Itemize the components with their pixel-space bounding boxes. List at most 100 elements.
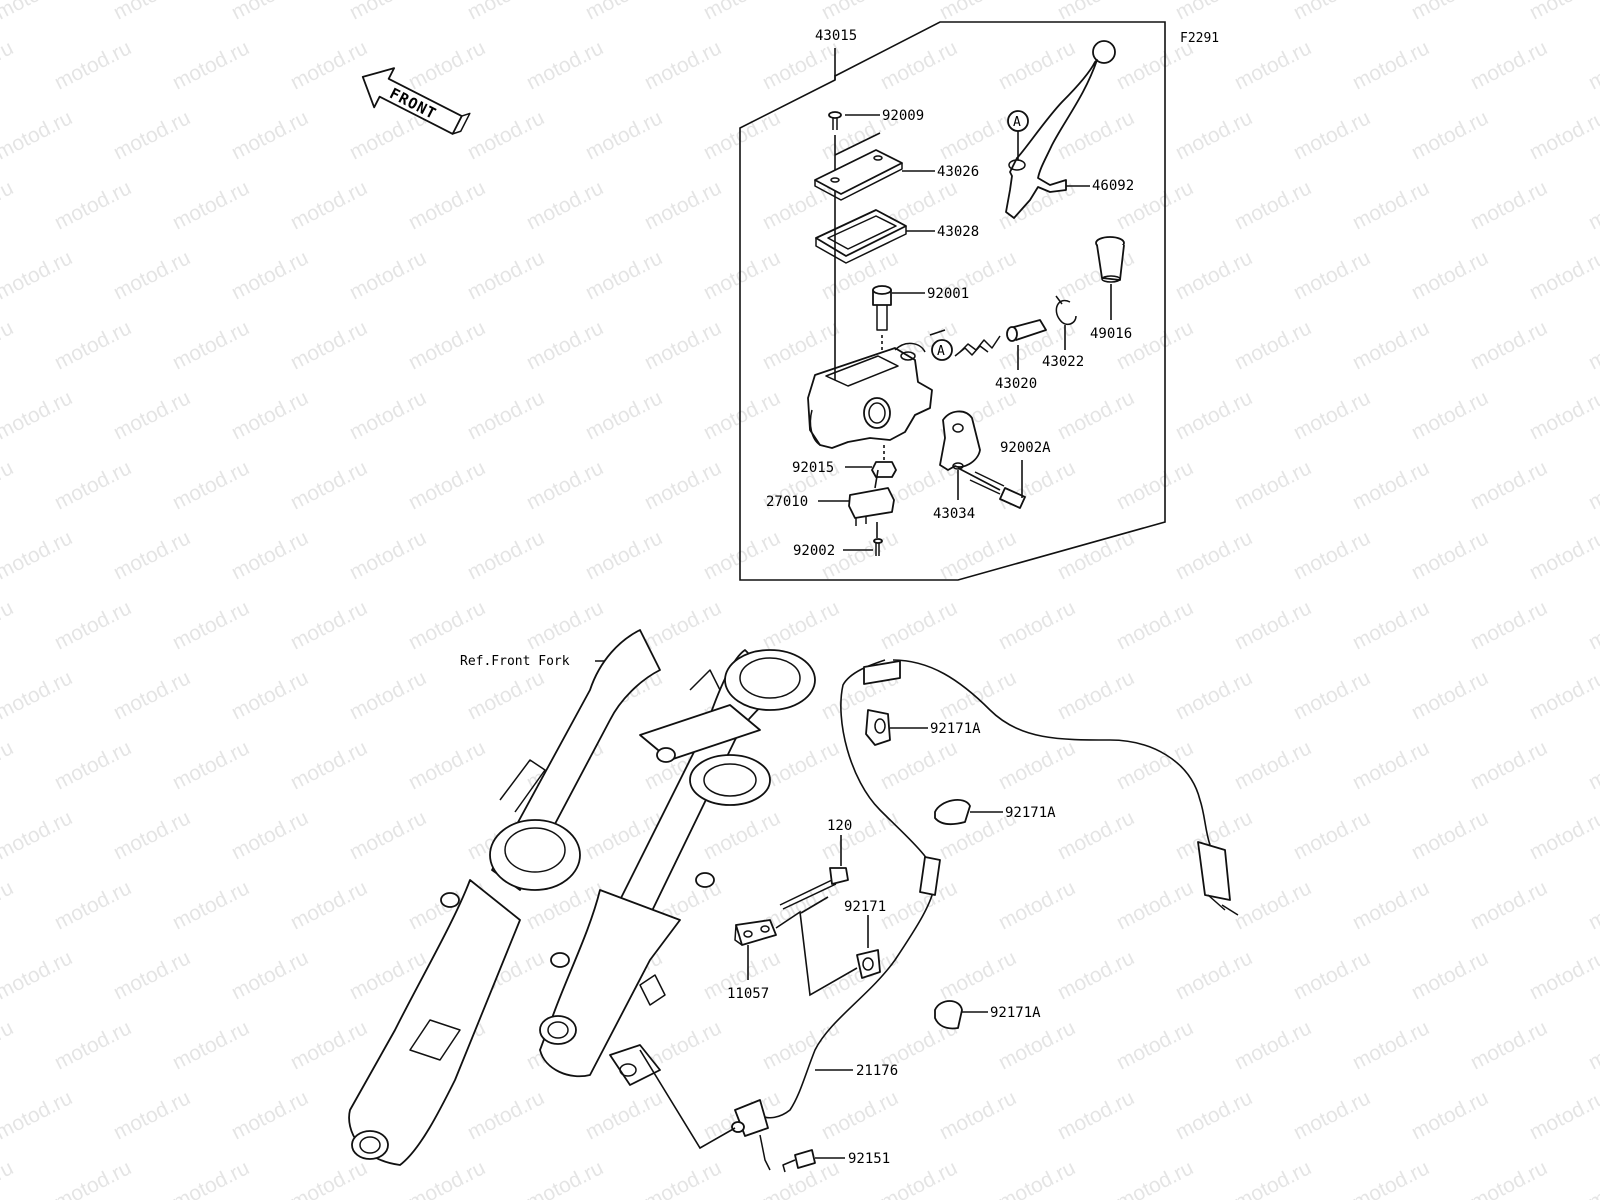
watermark-text: motod.ru — [1349, 736, 1433, 794]
watermark-text: motod.ru — [464, 1086, 548, 1144]
watermark-text: motod.ru — [1113, 1016, 1197, 1074]
watermark-text: motod.ru — [0, 386, 76, 444]
watermark-text: motod.ru — [936, 666, 1020, 724]
part-11057-bracket — [734, 910, 858, 997]
label-43015: 43015 — [815, 28, 857, 44]
label-46092: 46092 — [1092, 178, 1134, 194]
watermark-text: motod.ru — [1290, 0, 1374, 24]
watermark-text: motod.ru — [1290, 526, 1374, 584]
watermark-text: motod.ru — [1290, 806, 1374, 864]
watermark-text: motod.ru — [0, 596, 17, 654]
watermark-text: motod.ru — [582, 1086, 666, 1144]
label-27010: 27010 — [766, 494, 808, 510]
watermark-text: motod.ru — [1172, 666, 1256, 724]
watermark-text: motod.ru — [759, 596, 843, 654]
watermark-text: motod.ru — [1585, 736, 1600, 794]
watermark-text: motod.ru — [1113, 456, 1197, 514]
watermark-text: motod.ru — [759, 736, 843, 794]
watermark-text: motod.ru — [1349, 1016, 1433, 1074]
watermark-text: motod.ru — [169, 456, 253, 514]
label-11057: 11057 — [727, 986, 769, 1002]
watermark-text: motod.ru — [0, 946, 76, 1004]
watermark-text: motod.ru — [1054, 526, 1138, 584]
watermark-text: motod.ru — [169, 316, 253, 374]
watermark-text: motod.ru — [110, 526, 194, 584]
label-43022: 43022 — [1042, 354, 1084, 370]
watermark-text: motod.ru — [759, 1016, 843, 1074]
watermark-text: motod.ru — [110, 106, 194, 164]
watermark-text: motod.ru — [1290, 1086, 1374, 1144]
part-43034-clamp — [939, 410, 1001, 500]
watermark-text: motod.ru — [110, 386, 194, 444]
watermark-text: motod.ru — [346, 0, 430, 24]
watermark-text: motod.ru — [1231, 1156, 1315, 1200]
watermark-text: motod.ru — [228, 1086, 312, 1144]
watermark-text: motod.ru — [1408, 0, 1492, 24]
label-120: 120 — [827, 818, 852, 834]
watermark-text: motod.ru — [1054, 386, 1138, 444]
watermark-text: motod.ru — [1349, 36, 1433, 94]
watermark-text: motod.ru — [0, 736, 17, 794]
watermark-text: motod.ru — [1172, 106, 1256, 164]
watermark-text: motod.ru — [700, 246, 784, 304]
watermark-text: motod.ru — [1526, 106, 1600, 164]
watermark-text: motod.ru — [1408, 526, 1492, 584]
front-fork-assembly — [348, 629, 816, 1166]
label-92015: 92015 — [792, 460, 834, 476]
watermark-text: motod.ru — [700, 806, 784, 864]
watermark-text: motod.ru — [877, 36, 961, 94]
watermark-text: motod.ru — [1349, 596, 1433, 654]
part-21176-sensor-cable — [759, 659, 1239, 1119]
watermark-text: motod.ru — [0, 0, 76, 24]
watermark-text: motod.ru — [1585, 316, 1600, 374]
watermark-text: motod.ru — [1467, 176, 1551, 234]
watermark-text: motod.ru — [995, 596, 1079, 654]
watermark-text: motod.ru — [51, 596, 135, 654]
watermark-text: motod.ru — [346, 246, 430, 304]
watermark-text: motod.ru — [1349, 456, 1433, 514]
label-92002: 92002 — [793, 543, 835, 559]
watermark-text: motod.ru — [1408, 1086, 1492, 1144]
watermark-text: motod.ru — [1585, 1016, 1600, 1074]
watermark-text: motod.ru — [641, 596, 725, 654]
watermark-text: motod.ru — [51, 176, 135, 234]
watermark-text: motod.ru — [1349, 316, 1433, 374]
watermark-text: motod.ru — [169, 876, 253, 934]
watermark-text: motod.ru — [464, 526, 548, 584]
watermark-text: motod.ru — [523, 36, 607, 94]
watermark-text: motod.ru — [405, 316, 489, 374]
watermark-text: motod.ru — [228, 806, 312, 864]
watermark-text: motod.ru — [1231, 876, 1315, 934]
watermark-text: motod.ru — [1585, 876, 1600, 934]
label-92002A: 92002A — [1000, 440, 1051, 456]
watermark-text: motod.ru — [1526, 806, 1600, 864]
watermark-text: motod.ru — [936, 946, 1020, 1004]
watermark-text: motod.ru — [169, 736, 253, 794]
watermark-text: motod.ru — [1113, 876, 1197, 934]
watermark-text: motod.ru — [877, 736, 961, 794]
watermark-text: motod.ru — [700, 526, 784, 584]
watermark-text: motod.ru — [1231, 176, 1315, 234]
watermark-text: motod.ru — [0, 876, 17, 934]
watermark-text: motod.ru — [1054, 946, 1138, 1004]
part-92009-screw — [828, 111, 881, 200]
watermark-text: motod.ru — [1526, 0, 1600, 24]
watermark-text: motod.ru — [1231, 456, 1315, 514]
watermark-text: motod.ru — [287, 456, 371, 514]
watermark-text: motod.ru — [1231, 596, 1315, 654]
part-92015-nut — [845, 445, 897, 478]
watermark-text: motod.ru — [287, 36, 371, 94]
part-92171A-clamp-1 — [865, 709, 928, 746]
watermark-text: motod.ru — [877, 596, 961, 654]
part-speed-sensor — [639, 1049, 771, 1171]
watermark-text: motod.ru — [169, 596, 253, 654]
part-92151-bolt — [782, 1149, 845, 1173]
label-92001: 92001 — [927, 286, 969, 302]
watermark-text: motod.ru — [464, 666, 548, 724]
watermark-text: motod.ru — [464, 246, 548, 304]
label-92171A-3: 92171A — [990, 1005, 1041, 1021]
watermark-text: motod.ru — [1349, 176, 1433, 234]
watermark-text: motod.ru — [1290, 386, 1374, 444]
watermark-text: motod.ru — [405, 1156, 489, 1200]
watermark-text: motod.ru — [1172, 1086, 1256, 1144]
